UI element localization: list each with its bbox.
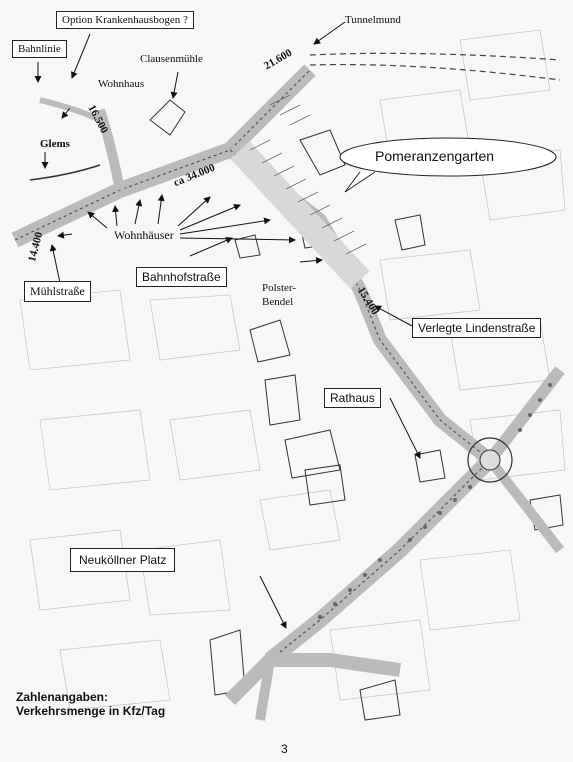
bahnhofstrasse-label: Bahnhofstraße xyxy=(136,267,227,287)
glems-river xyxy=(29,164,101,181)
wohnhaus-label: Wohnhaus xyxy=(98,78,145,90)
leader-arrows xyxy=(34,21,421,629)
legend-line-2: Verkehrsmenge in Kfz/Tag xyxy=(16,704,166,718)
wohnhaeuser-label: Wohnhäuser xyxy=(114,228,174,242)
pomeranzengarten-label: Pomeranzengarten xyxy=(375,148,495,164)
railway xyxy=(309,52,561,81)
neukoellner-platz-label: Neuköllner Platz xyxy=(70,548,176,572)
bahnlinie-label: Bahnlinie xyxy=(12,40,67,58)
pomeranzengarten-bubble xyxy=(339,137,557,193)
polster-bendel-label-line2: Bendel xyxy=(262,296,294,308)
verlegte-lindenstrasse-label: Verlegte Lindenstraße xyxy=(412,318,542,338)
street-trees xyxy=(318,383,552,619)
roundabout xyxy=(467,437,513,483)
building-outlines xyxy=(149,99,564,721)
polster-bendel-label-line1: Polster- xyxy=(262,282,296,294)
legend-line-1: Zahlenangaben: xyxy=(16,690,109,704)
glems-label: Glems xyxy=(40,138,70,150)
rathaus-label: Rathaus xyxy=(324,388,381,408)
legend: Zahlenangaben: Verkehrsmenge in Kfz/Tag xyxy=(16,690,165,718)
tunnelmund-label: Tunnelmund xyxy=(345,14,401,26)
embankment-hatching xyxy=(249,94,367,255)
page-number: 3 xyxy=(281,742,288,756)
muehlstrasse-label: Mühlstraße xyxy=(24,281,91,302)
clausenmuehle-label: Clausenmühle xyxy=(140,53,203,65)
main-road xyxy=(11,64,565,721)
option-krankenhausbogen-label: Option Krankenhausbogen ? xyxy=(56,11,194,29)
